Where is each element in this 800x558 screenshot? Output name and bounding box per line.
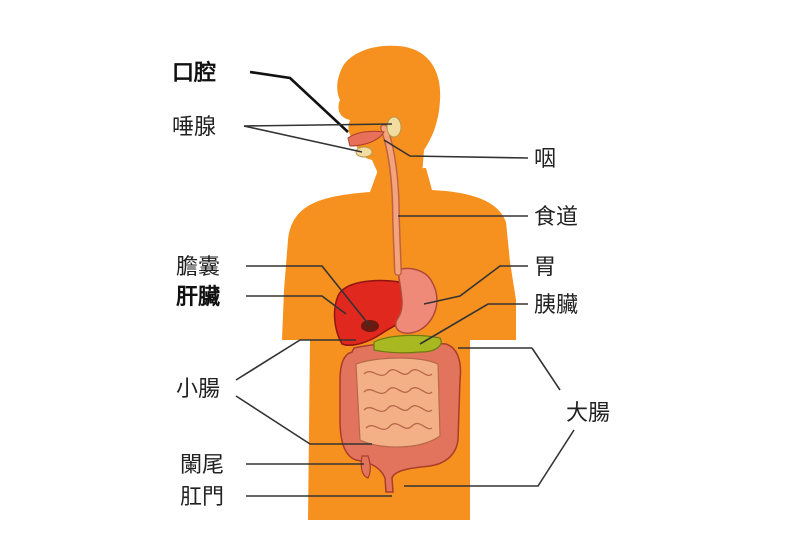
label-large-intestine: 大腸 bbox=[566, 401, 610, 426]
label-anus: 肛門 bbox=[180, 485, 224, 510]
mouth-cavity bbox=[347, 130, 385, 147]
pancreas bbox=[373, 334, 442, 354]
label-stomach: 胃 bbox=[534, 255, 556, 280]
label-esophagus: 食道 bbox=[534, 205, 578, 230]
label-liver: 肝臟 bbox=[176, 285, 220, 310]
label-gallbladder: 膽囊 bbox=[176, 255, 220, 280]
label-mouth: 口腔 bbox=[172, 60, 216, 86]
leader-lines bbox=[235, 70, 575, 497]
appendix bbox=[360, 455, 371, 479]
salivary-glands bbox=[355, 116, 402, 158]
label-appendix: 闌尾 bbox=[180, 453, 224, 478]
label-pancreas: 胰臟 bbox=[534, 293, 578, 318]
stomach bbox=[395, 267, 438, 334]
label-salivary-glands: 唾腺 bbox=[172, 115, 216, 140]
label-pharynx: 咽 bbox=[534, 147, 556, 172]
label-small-intestine: 小腸 bbox=[176, 377, 220, 402]
small-intestine bbox=[355, 357, 441, 448]
